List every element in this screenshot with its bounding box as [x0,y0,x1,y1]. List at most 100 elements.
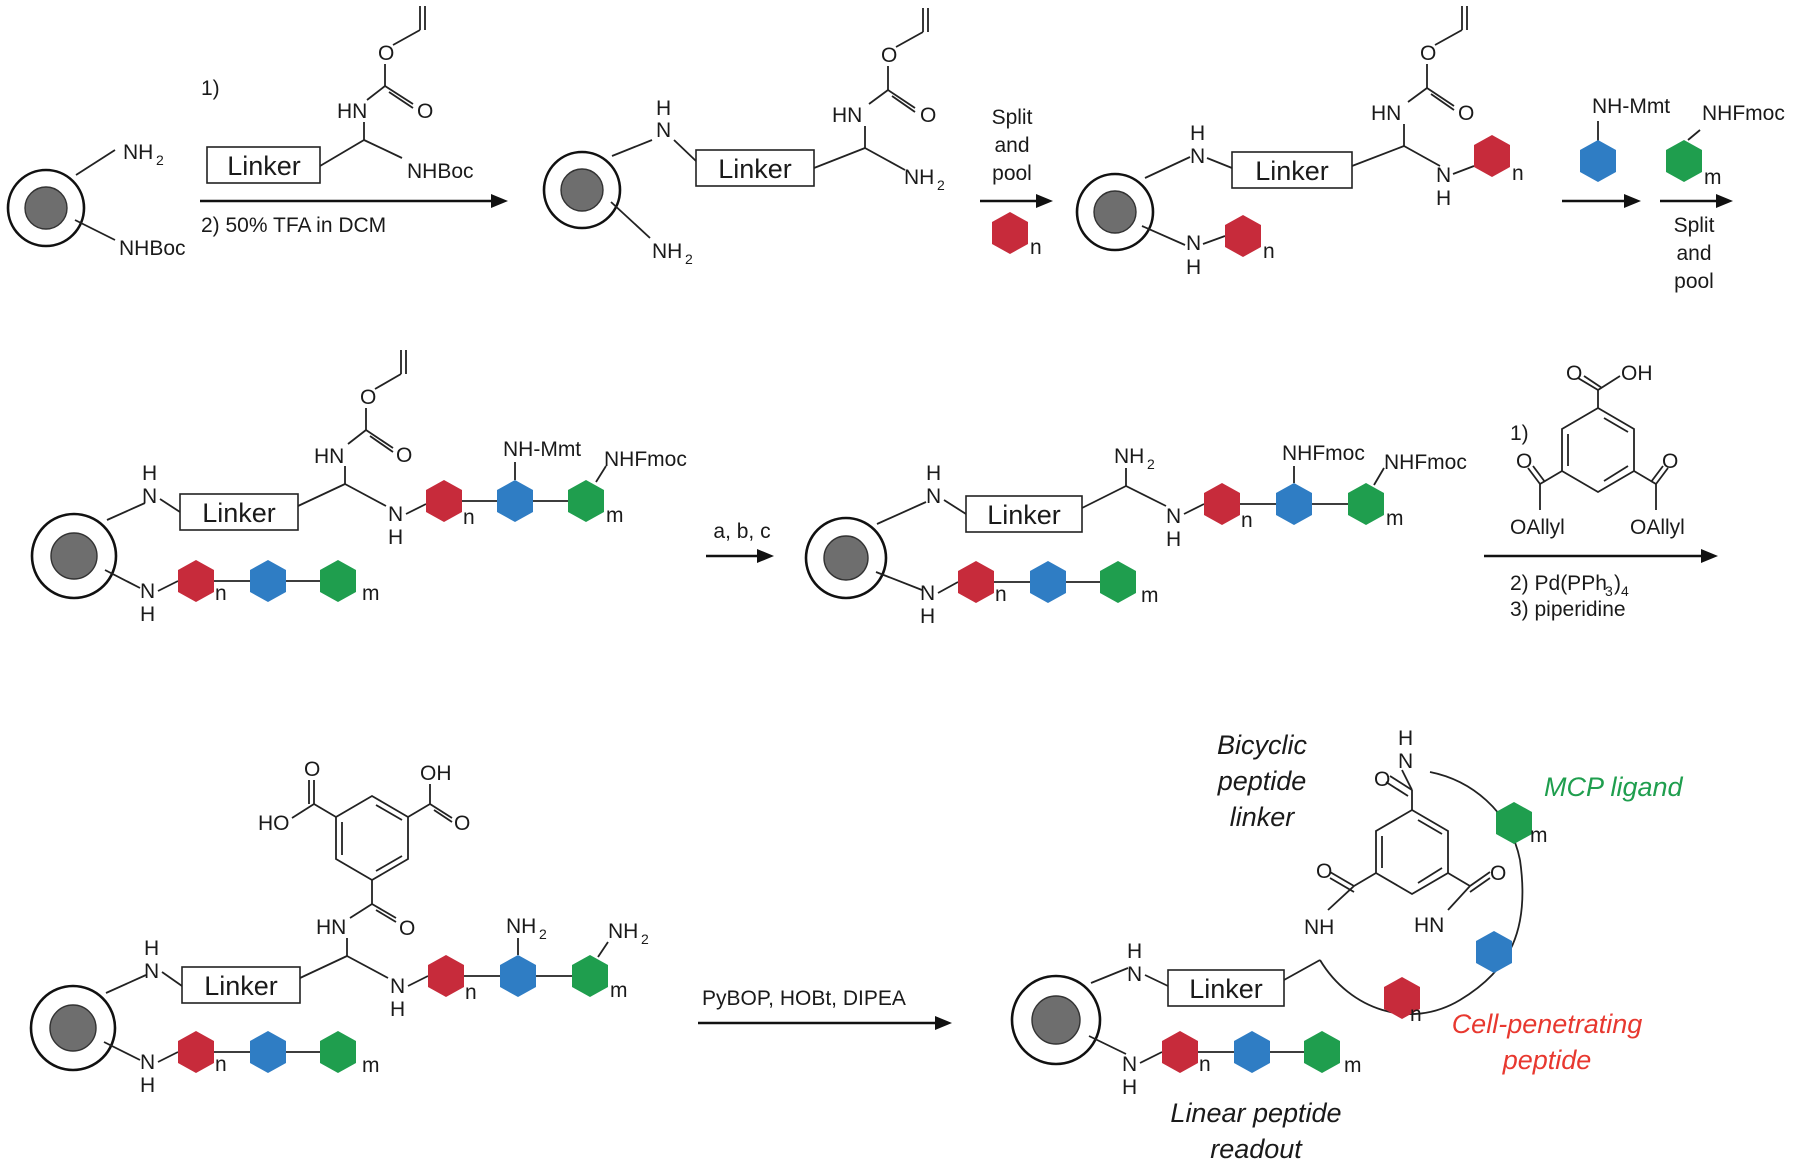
svg-text:and: and [1676,242,1711,265]
hexagon-blue-4b [250,560,286,602]
hexagon-red-6b [178,1031,214,1073]
linker-box-2: Linker [695,149,815,187]
h-label-5c: H [920,605,935,628]
hexagon-red-5a [1204,483,1240,525]
svg-text:HN: HN [314,445,344,468]
svg-text:pool: pool [992,162,1032,185]
resin-bead-5 [804,501,927,600]
svg-text:OAllyl: OAllyl [1630,516,1685,539]
svg-text:O: O [360,386,376,409]
hexagon-blue-5b [1030,561,1066,603]
index-m-4a: m [606,504,624,527]
linear-peptide-readout-label: Linear peptide readout [1170,1098,1341,1164]
index-n-6b: n [215,1053,227,1076]
index-n-3a: n [1512,162,1524,185]
nhboc-label-1: NHBoc [119,237,186,260]
svg-text:linker: linker [1230,802,1296,832]
svg-text:O: O [304,758,320,781]
bicyclic-peptide-linker-label: Bicyclic peptide linker [1217,730,1308,832]
n-label-3a: N [1190,145,1205,168]
hexagon-red-7a [1384,977,1420,1019]
linker-box-7: Linker [1167,969,1285,1007]
svg-text:peptide: peptide [1502,1045,1592,1075]
nh-mmt-label-r2: NH-Mmt [1592,95,1670,118]
nh2-group-2: NH 2 [904,166,945,193]
svg-text:Bicyclic: Bicyclic [1217,730,1308,760]
macrocycle-backbone [1319,859,1524,1015]
svg-text:O: O [399,917,415,940]
svg-text:O: O [920,104,936,127]
hexagon-red-3b [1225,215,1261,257]
svg-text:2: 2 [937,177,945,193]
nhboc-label-r1: NHBoc [407,160,474,183]
svg-text:O: O [1490,862,1506,885]
h-label-7b: H [1122,1076,1137,1099]
vinyl-carbamate-3: HN O O [1351,6,1474,167]
diallyl-trimesate-reagent: O OH O OAllyl O OAllyl [1510,362,1685,539]
svg-text:HO: HO [258,812,290,835]
linker-box-5: Linker [965,495,1083,533]
resin-bead-3 [1075,156,1191,252]
svg-text:Linker: Linker [1189,974,1263,1004]
n-label-4c: N [140,580,155,603]
n-label-7a: N [1127,963,1142,986]
svg-text:HN: HN [1371,102,1401,125]
svg-text:): ) [1614,572,1621,595]
n-label-5b: N [1166,505,1181,528]
svg-text:readout: readout [1210,1134,1303,1164]
svg-text:Linker: Linker [987,500,1061,530]
svg-text:O: O [396,444,412,467]
svg-text:pool: pool [1674,270,1714,293]
linker-box-4: Linker [179,493,299,531]
svg-text:HN: HN [316,916,346,939]
coupling-conditions: PyBOP, HOBt, DIPEA [702,987,906,1010]
svg-text:NH: NH [1304,916,1334,939]
nhfmoc-label-5b: NHFmoc [1384,451,1467,474]
index-n-7b: n [1199,1053,1211,1076]
svg-text:Split: Split [992,106,1033,129]
vinyl-carbamate-reagent: Linker HN O O [206,6,433,184]
n-label-4a: N [142,485,157,508]
hexagon-green-6b [320,1031,356,1073]
svg-text:O: O [1458,102,1474,125]
step-4-pd-label: 2) Pd(PPh 3 ) 4 [1510,572,1629,599]
split-pool-1: Split and pool [992,106,1033,185]
svg-text:Linker: Linker [718,154,792,184]
hexagon-red-7b [1162,1031,1198,1073]
h-label-6c: H [140,1074,155,1097]
svg-text:O: O [417,100,433,123]
hexagon-green-5a [1348,483,1384,525]
h-label-5a: H [926,462,941,485]
resin-bead-7 [1010,967,1129,1066]
n-label-6a: N [144,960,159,983]
index-n-4b: n [215,582,227,605]
index-n-4a: n [463,506,475,529]
svg-text:O: O [454,812,470,835]
svg-text:2: 2 [641,931,649,947]
hexagon-red-reagent [992,212,1028,254]
svg-text:OH: OH [1621,362,1653,385]
svg-text:Split: Split [1674,214,1715,237]
hexagon-blue-6a [500,955,536,997]
nh2-group-6b: NH 2 [608,920,649,947]
step-1-number: 1) [201,77,220,100]
index-n-5a: n [1241,509,1253,532]
hexagon-green-7a [1496,802,1532,844]
h-label-7a: H [1127,940,1142,963]
nh2-group-3: NH 2 [652,240,693,267]
vinyl-carbamate-4: HN O O [297,350,412,507]
hexagon-blue-6b [250,1031,286,1073]
svg-text:O: O [1374,768,1390,791]
resin-bead-1 [6,149,116,248]
index-n-reagent: n [1030,236,1042,259]
step-4-piperidine: 3) piperidine [1510,598,1626,621]
vinyl-carbamate-2: HN O O [813,8,936,171]
svg-text:Linker: Linker [227,151,301,181]
index-m-reagent: m [1704,166,1722,189]
svg-text:H: H [1398,727,1413,750]
index-n-7a: n [1410,1003,1422,1026]
svg-text:Linker: Linker [1255,156,1329,186]
mcp-ligand-label: MCP ligand [1544,772,1684,802]
svg-text:O: O [1420,42,1436,65]
